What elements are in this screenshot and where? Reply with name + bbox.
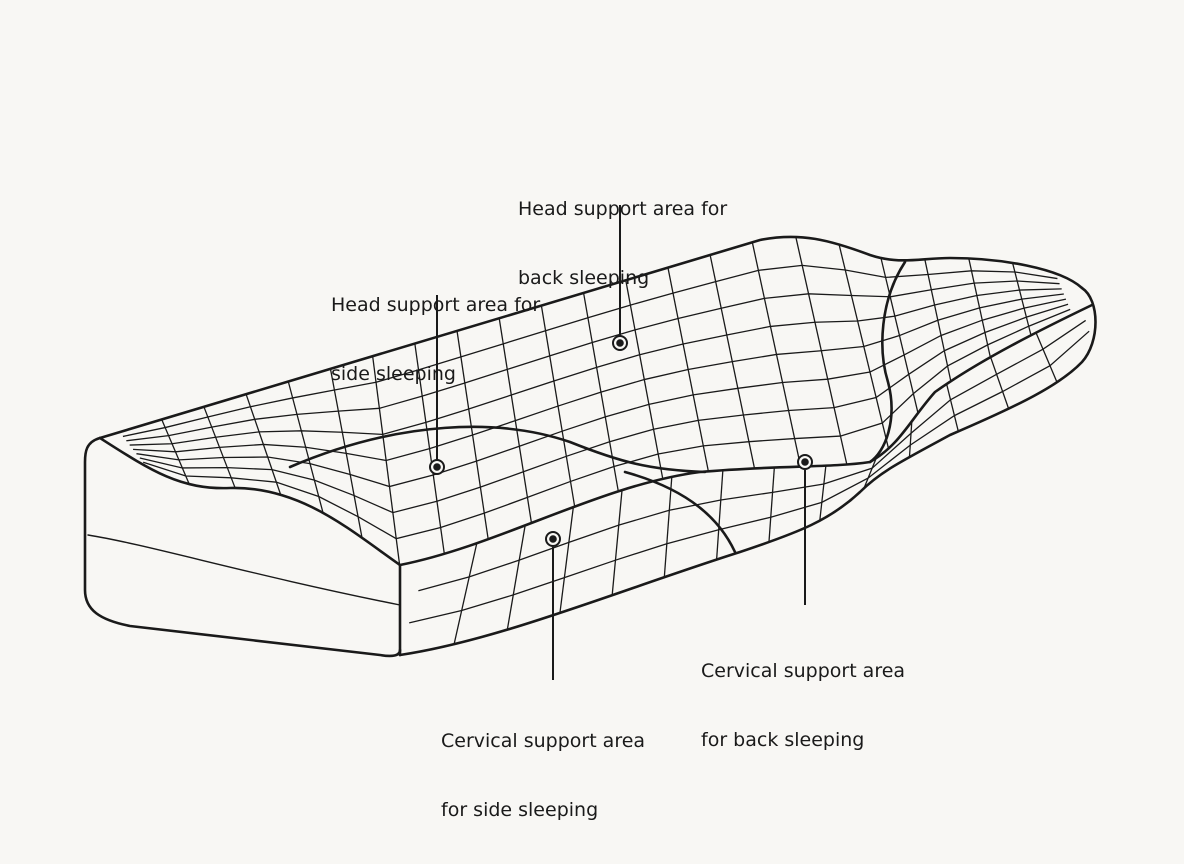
- pillow-front-seam: [623, 470, 737, 554]
- label-line: Cervical support area: [441, 730, 646, 752]
- grid-line-front: [819, 465, 827, 521]
- grid-line-long: [139, 303, 1069, 514]
- label-line: Head support area for: [518, 198, 728, 220]
- pillow-back-edge: [98, 235, 1084, 440]
- label-head-back: Head support area for back sleeping: [518, 152, 727, 336]
- label-cervical-side: Cervical support area for side sleeping: [441, 684, 645, 864]
- grid-line-long: [129, 288, 1062, 446]
- grid-line-long: [133, 293, 1064, 462]
- grid-line-front: [611, 490, 623, 596]
- callout-dot-head-back: [612, 335, 628, 351]
- grid-line-front: [989, 356, 1010, 409]
- label-line: side sleeping: [331, 363, 456, 385]
- grid-line-front-long: [409, 330, 1090, 624]
- grid-line-front: [945, 383, 959, 432]
- grid-line-long: [126, 280, 1060, 442]
- pillow-ridge-line: [288, 425, 707, 474]
- label-line: Cervical support area: [701, 660, 906, 682]
- label-line: for side sleeping: [441, 799, 599, 821]
- grid-line-long: [143, 308, 1071, 540]
- grid-line-front: [908, 421, 913, 458]
- callout-dot-cervical-side: [545, 531, 561, 547]
- pillow-left-face: [83, 436, 402, 658]
- label-line: for back sleeping: [701, 729, 865, 751]
- grid-line-front: [453, 543, 478, 645]
- grid-line-front-long: [418, 319, 1087, 592]
- grid-line-front: [768, 467, 775, 543]
- callout-dot-cervical-back: [797, 454, 813, 470]
- pillow-side-seam: [87, 534, 401, 606]
- grid-line-long: [136, 298, 1067, 488]
- pillow-right-lobe: [868, 260, 907, 464]
- grid-line-front: [559, 506, 574, 614]
- label-line: back sleeping: [518, 267, 650, 289]
- pillow-front-top-edge: [98, 303, 1094, 567]
- label-cervical-back: Cervical support area for back sleeping: [701, 614, 905, 798]
- grid-line-front: [863, 457, 877, 489]
- label-line: Head support area for: [331, 294, 541, 316]
- label-head-side: Head support area for side sleeping: [331, 248, 540, 432]
- grid-line-front: [663, 476, 673, 578]
- grid-line-front: [506, 525, 526, 630]
- grid-line-front: [715, 470, 724, 560]
- grid-line-front: [1035, 332, 1058, 383]
- grid-line-long: [122, 264, 1058, 438]
- callout-dot-head-side: [429, 459, 445, 475]
- pillow-front-bottom-edge: [398, 286, 1097, 657]
